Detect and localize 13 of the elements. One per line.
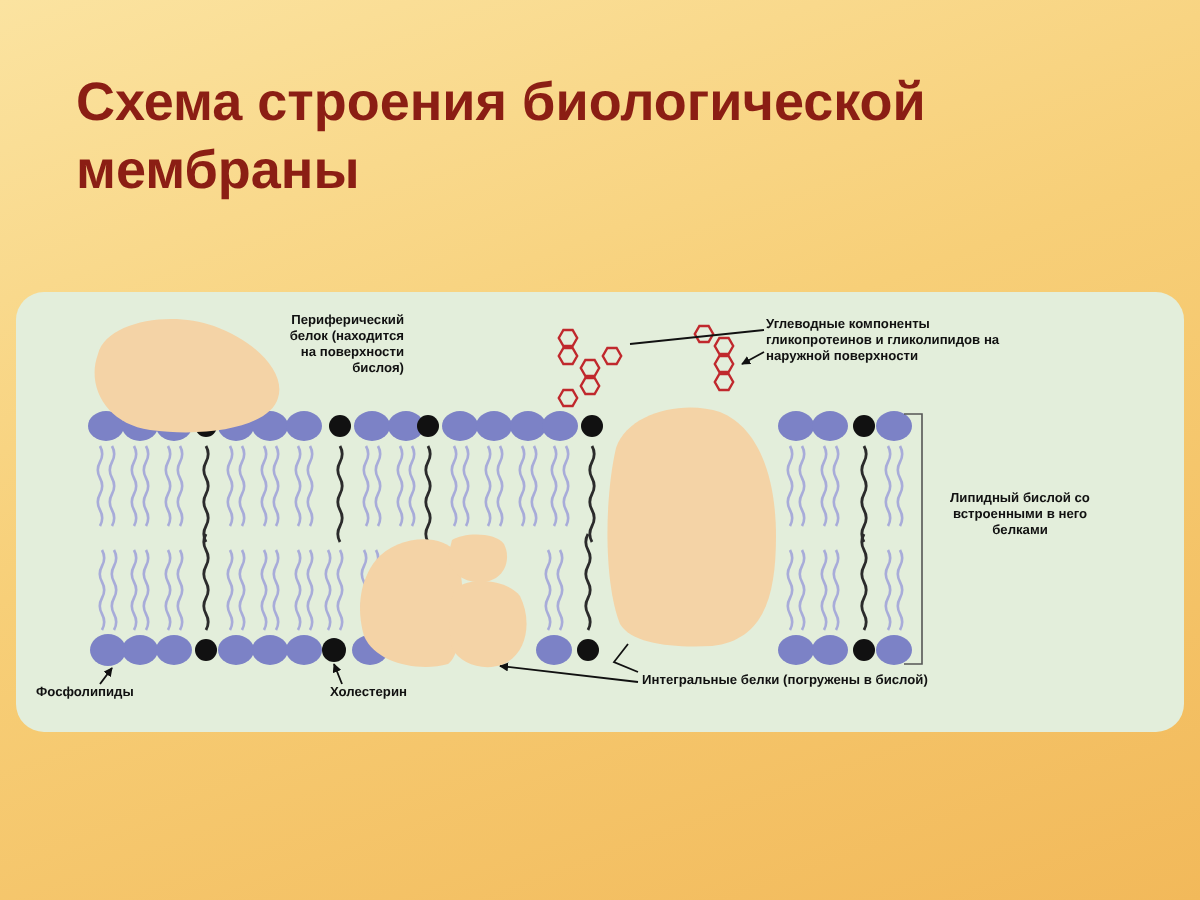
cholesterol-head-icon (322, 638, 346, 662)
leader-line (741, 351, 765, 365)
leader-line (612, 643, 639, 673)
protein-drawing (360, 532, 532, 668)
leader-line (99, 667, 113, 685)
leader-line (332, 663, 343, 685)
leader-line (629, 329, 765, 345)
phospholipid-head-icon (90, 634, 126, 666)
carbohydrate-chain-drawing (552, 324, 628, 412)
slide-title: Схема строения биологической мембраны (76, 70, 928, 204)
protein-drawing (90, 314, 282, 438)
carbohydrate-chain-drawing (690, 320, 738, 394)
leader-line (499, 662, 639, 683)
